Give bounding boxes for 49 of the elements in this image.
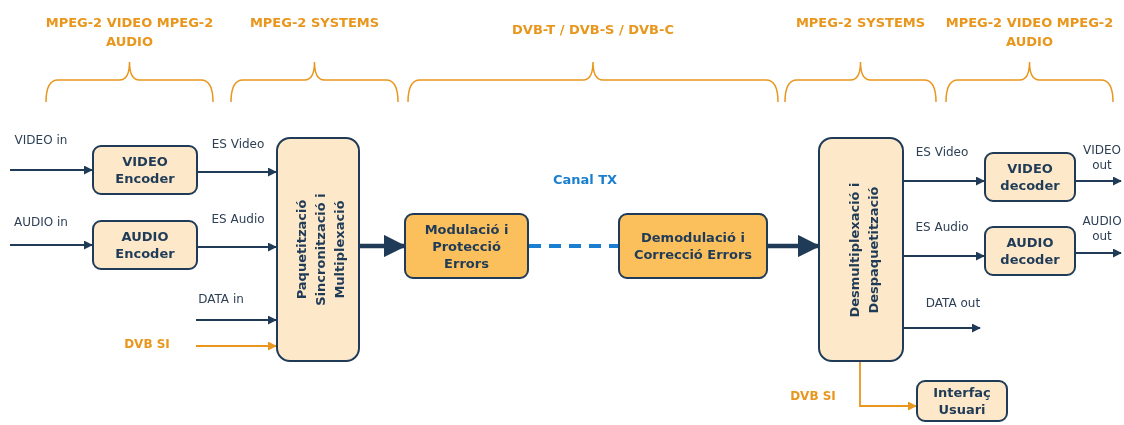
node-text: VIDEO Encoder — [114, 153, 176, 187]
section-heading: DVB-T / DVB-S / DVB-C — [511, 21, 675, 39]
process-box — [92, 145, 198, 195]
node-text: Modulació i Protecció Errors — [423, 220, 510, 272]
process-box — [984, 152, 1076, 202]
process-column — [818, 137, 904, 362]
node-text: Demodulació i Correcció Errors — [632, 229, 754, 263]
arrow — [195, 341, 277, 351]
edge-label: DVB SI — [123, 337, 171, 352]
edge-label: VIDEO out — [1082, 143, 1122, 173]
arrow — [9, 165, 93, 175]
section-heading: MPEG-2 SYSTEMS — [248, 14, 381, 32]
edge-label: ES Video — [210, 137, 266, 152]
process-column — [276, 137, 360, 362]
dashed-link — [529, 244, 618, 248]
process-box — [618, 213, 768, 279]
arrow — [903, 323, 981, 333]
node-text: VIDEO decoder — [999, 160, 1061, 194]
arrow — [9, 240, 93, 250]
edge-label: DVB SI — [789, 389, 837, 404]
edge-label: DATA in — [197, 292, 245, 307]
node-text: Interfaç Usuari — [932, 384, 992, 418]
section-heading: MPEG-2 SYSTEMS — [794, 14, 927, 32]
edge-label: DATA out — [924, 296, 982, 311]
process-box — [984, 226, 1076, 276]
process-box — [92, 220, 198, 270]
section-heading: MPEG-2 VIDEO MPEG-2 AUDIO — [944, 14, 1115, 51]
edge-label: AUDIO in — [14, 215, 68, 230]
arrow — [195, 315, 277, 325]
node-text: AUDIO decoder — [999, 234, 1061, 268]
edge-label: AUDIO out — [1081, 214, 1123, 244]
channel-label: Canal TX — [551, 171, 619, 189]
arrow — [1075, 248, 1122, 258]
section-heading: MPEG-2 VIDEO MPEG-2 AUDIO — [44, 14, 215, 51]
edge-label: VIDEO in — [14, 133, 68, 148]
arrow — [903, 176, 985, 186]
edge-label: ES Audio — [914, 220, 970, 235]
node-text: Paquetització Sincronització i Multiplexació — [292, 192, 348, 308]
edge-label: ES Video — [914, 145, 970, 160]
arrow — [1075, 176, 1122, 186]
node-text: Desmultiplexació i Despaquetització — [845, 180, 882, 320]
arrow — [903, 251, 985, 261]
arrow — [197, 167, 277, 177]
node-text: AUDIO Encoder — [114, 228, 176, 262]
edge-label: ES Audio — [210, 212, 266, 227]
process-box — [404, 213, 529, 279]
arrow — [197, 242, 277, 252]
process-box — [916, 380, 1008, 422]
arrow — [859, 361, 917, 411]
